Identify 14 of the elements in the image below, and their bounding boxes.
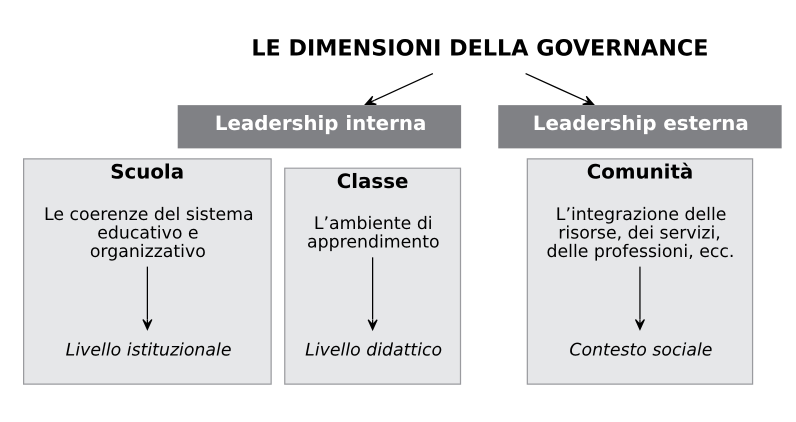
node-text: Livello didattico xyxy=(305,340,442,360)
node-text: L’integrazione delle risorse, dei servizi, delle professioni, ecc. xyxy=(546,204,734,262)
arrow xyxy=(368,256,378,330)
arrow xyxy=(364,72,434,105)
arrow xyxy=(634,266,646,330)
node-text: L’ambiente di apprendimento xyxy=(307,214,440,252)
node-text: Le coerenze del sistema educativo e organizzativo xyxy=(44,204,254,262)
node-text: Contesto sociale xyxy=(569,340,712,360)
arrow xyxy=(142,266,152,330)
node-text: LE DIMENSIONI DELLA GOVERNANCE xyxy=(251,34,708,61)
arrow xyxy=(525,72,594,105)
node-box: Leadership interna xyxy=(176,103,462,150)
node-box: Leadership esterna xyxy=(497,103,783,150)
node-text: Livello istituzionale xyxy=(66,340,232,360)
